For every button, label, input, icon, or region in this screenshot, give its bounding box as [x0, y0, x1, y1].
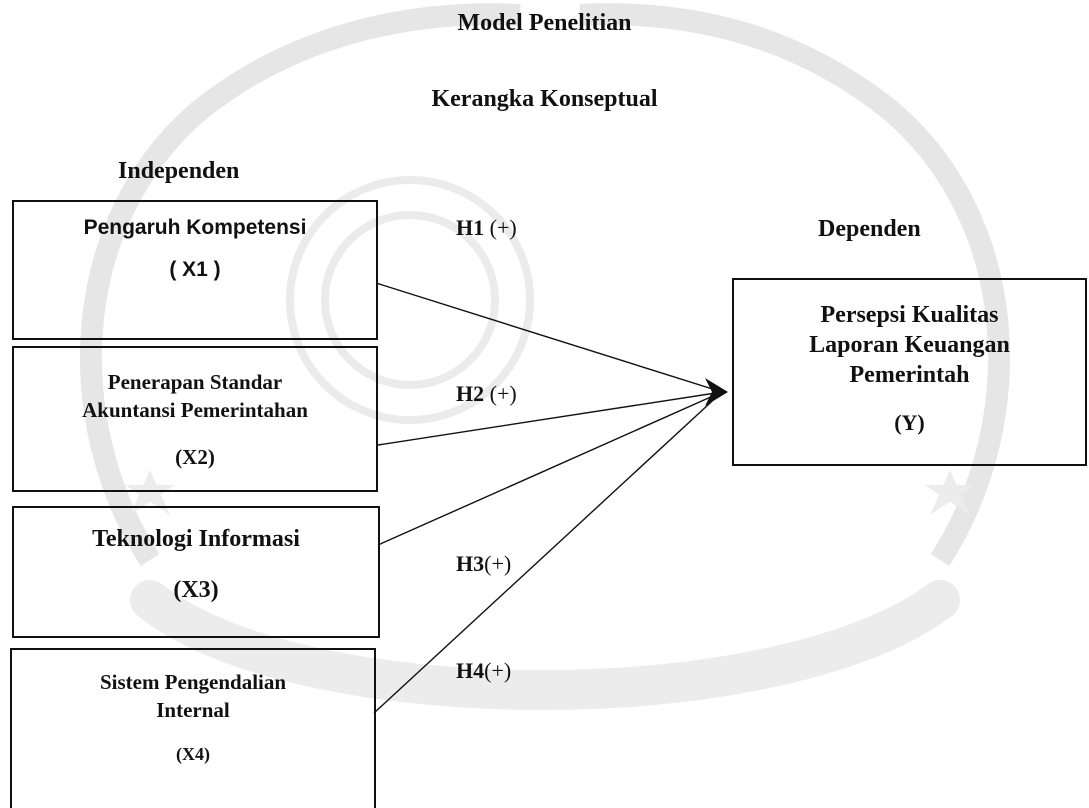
x1-code: ( X1 )	[169, 258, 221, 281]
diagram-subtitle: Kerangka Konseptual	[431, 86, 658, 112]
arrow-h2	[377, 391, 723, 446]
arrowhead	[705, 378, 728, 406]
x2-name-line1: Penerapan Standar	[107, 370, 283, 394]
x2-name-line2: Akuntansi Pemerintahan	[82, 398, 308, 422]
hypothesis-h4-label: H4	[456, 658, 485, 683]
y-name-line2: Laporan Keuangan	[809, 332, 1010, 358]
hypothesis-h1-sign: (+)	[489, 215, 517, 240]
dependent-label: Dependen	[818, 216, 921, 242]
variable-box-x2: Penerapan Standar Akuntansi Pemerintahan…	[12, 346, 378, 492]
y-code: (Y)	[894, 410, 925, 435]
variable-box-x4: Sistem Pengendalian Internal (X4)	[10, 648, 376, 808]
variable-box-x3: Teknologi Informasi (X3)	[12, 506, 380, 638]
hypothesis-h4-sign: (+)	[484, 658, 512, 683]
x4-code: (X4)	[176, 744, 210, 764]
hypothesis-h2-sign: (+)	[489, 381, 517, 406]
variable-box-x1: Pengaruh Kompetensi ( X1 )	[12, 200, 378, 340]
x1-name: Pengaruh Kompetensi	[83, 216, 307, 239]
x3-name: Teknologi Informasi	[92, 526, 300, 552]
x3-code: (X3)	[173, 577, 219, 603]
x2-code: (X2)	[175, 445, 215, 469]
hypothesis-h2: H2 (+)	[456, 381, 517, 407]
arrow-h3	[377, 391, 723, 546]
hypothesis-h1: H1 (+)	[456, 215, 517, 241]
x4-name-line1: Sistem Pengendalian	[99, 670, 287, 694]
page-title: Model Penelitian	[457, 10, 632, 36]
arrow-h1	[375, 282, 723, 393]
y-name-line3: Pemerintah	[849, 362, 970, 388]
hypothesis-h3-label: H3	[456, 551, 485, 576]
hypothesis-h3: H3(+)	[456, 551, 511, 577]
x4-name-line2: Internal	[156, 698, 230, 722]
arrow-h4	[373, 391, 723, 714]
variable-box-y: Persepsi Kualitas Laporan Keuangan Pemer…	[732, 278, 1087, 466]
hypothesis-h2-label: H2	[456, 381, 485, 406]
y-name-line1: Persepsi Kualitas	[820, 302, 999, 328]
hypothesis-h3-sign: (+)	[484, 551, 512, 576]
hypothesis-h1-label: H1	[456, 215, 485, 240]
hypothesis-h4: H4(+)	[456, 658, 511, 684]
independent-label: Independen	[118, 158, 240, 184]
